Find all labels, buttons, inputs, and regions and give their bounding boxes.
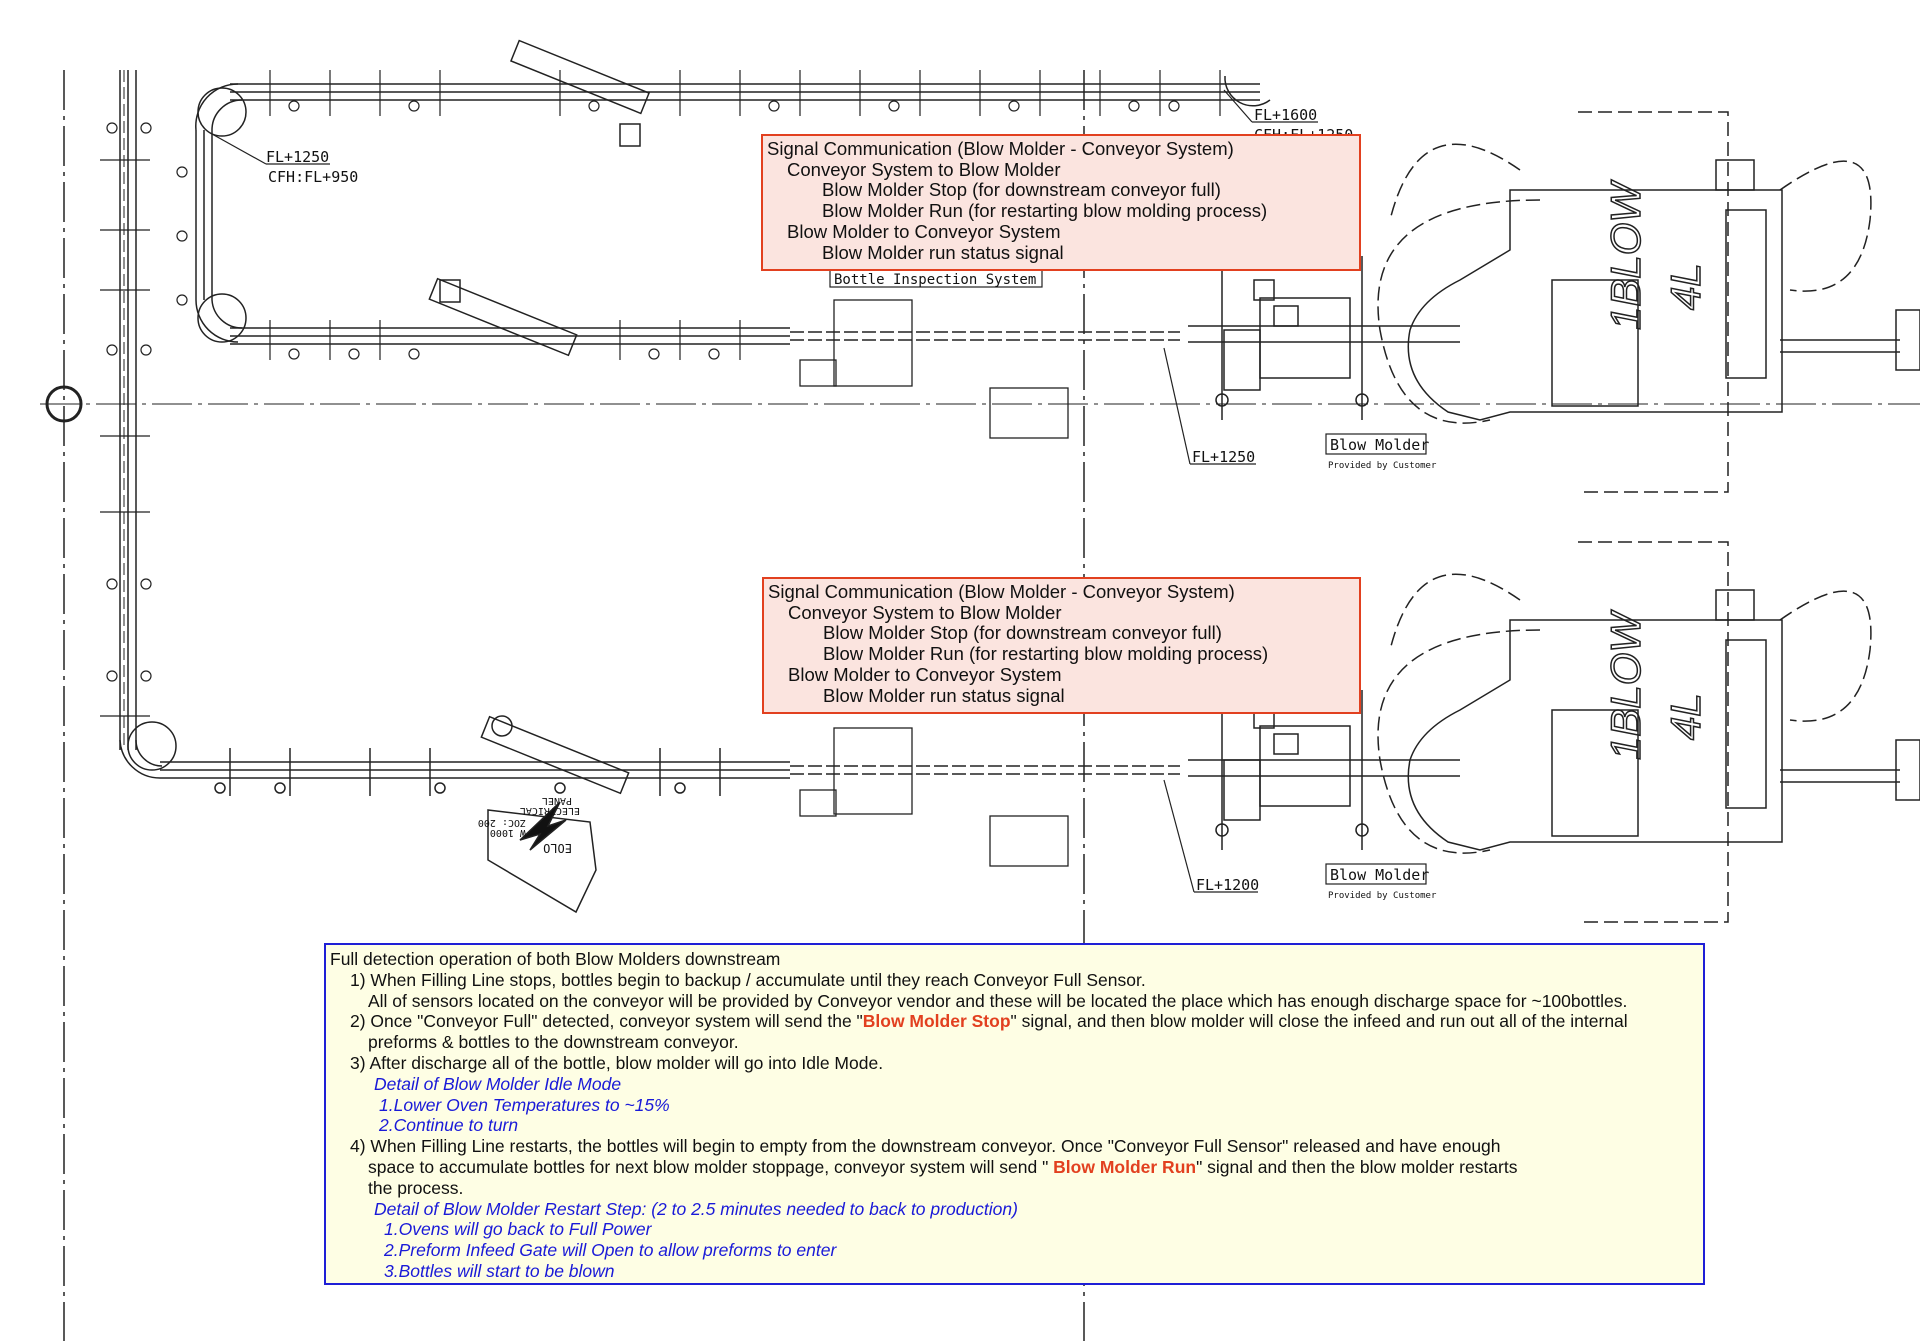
fl-label-top-right: FL+1600: [1254, 106, 1317, 124]
upper-conveyor-supports: [269, 70, 1221, 360]
notes-restart-1: 1.Ovens will go back to Full Power: [384, 1219, 652, 1240]
fl-label-mid-upper: FL+1250: [1192, 448, 1255, 466]
signal-conveyor-to-molder: Conveyor System to Blow Molder: [787, 158, 1061, 180]
upper-machine-brand: 1BLOW: [1602, 180, 1649, 330]
bottle-inspection-label: Bottle Inspection System: [829, 269, 1043, 288]
notes-step-4-pre: space to accumulate bottles for next blo…: [368, 1156, 1054, 1177]
notes-step-1: 1) When Filling Line stops, bottles begi…: [350, 969, 1146, 990]
signal-conveyor-to-molder: Conveyor System to Blow Molder: [788, 601, 1062, 623]
full-detection-notes: Full detection operation of both Blow Mo…: [324, 943, 1705, 1285]
notes-restart-3: 3.Bottles will start to be blown: [384, 1260, 615, 1281]
signal-run: Blow Molder Run (for restarting blow mol…: [823, 643, 1269, 665]
electrical-panel: [487, 801, 597, 914]
upper-blow-molder: [1188, 111, 1920, 493]
panel-text-1: EOLO: [543, 841, 572, 855]
notes-step-4-post: " signal and then the blow molder restar…: [1196, 1156, 1518, 1177]
lower-provided-text: Provided by Customer: [1328, 891, 1437, 901]
upper-machine-model: 4L: [1662, 263, 1709, 310]
upper-conveyor-loop: [195, 39, 1271, 357]
left-conveyor-supports: [100, 122, 188, 717]
cfh-label-top-left: CFH:FL+950: [268, 168, 358, 186]
signal-title: Signal Communication (Blow Molder - Conv…: [767, 138, 1234, 159]
notes-step-4-end: the process.: [368, 1177, 464, 1198]
notes-step-4: 4) When Filling Line restarts, the bottl…: [350, 1136, 1501, 1157]
bottle-inspection-text: Bottle Inspection System: [834, 272, 1036, 288]
notes-idle-title: Detail of Blow Molder Idle Mode: [374, 1073, 622, 1094]
panel-text: EOLO PANEL ELECTRICAL ZOC: 200 W 1000: [478, 795, 580, 855]
panel-text-4: ZOC: 200: [478, 817, 526, 828]
notes-title: Full detection operation of both Blow Mo…: [330, 949, 781, 969]
lower-blow-molder: [1188, 541, 1920, 923]
fl-label-top-left: FL+1250: [266, 148, 329, 166]
signal-molder-to-conveyor: Blow Molder to Conveyor System: [788, 663, 1062, 685]
inspection-enclosures: [799, 299, 1069, 867]
upper-machine-lettering: 1BLOW 4L: [1601, 179, 1710, 331]
grid-axis-marker: [45, 385, 83, 423]
notes-idle-1: 1.Lower Oven Temperatures to ~15%: [379, 1094, 670, 1115]
upper-blow-molder-label: Blow Molder Provided by Customer: [1325, 433, 1437, 471]
signal-status: Blow Molder run status signal: [822, 241, 1064, 263]
upper-blow-molder-text: Blow Molder: [1330, 436, 1429, 454]
notes-step-2: 2) Once "Conveyor Full" detected, convey…: [330, 1011, 1703, 1032]
notes-step-1-detail: All of sensors located on the conveyor w…: [368, 990, 1628, 1011]
leader-lines: [211, 89, 1318, 893]
notes-step-2-a: 2) Once "Conveyor Full" detected, convey…: [350, 1011, 863, 1032]
panel-text-5: W 1000: [490, 827, 526, 838]
upper-provided-text: Provided by Customer: [1328, 461, 1437, 471]
notes-blow-molder-stop: Blow Molder Stop: [862, 1011, 1011, 1032]
notes-blow-molder-run: Blow Molder Run: [1053, 1156, 1197, 1177]
signal-box-upper: Signal Communication (Blow Molder - Conv…: [761, 134, 1361, 271]
left-vertical-conveyor: [119, 70, 137, 750]
notes-restart-title: Detail of Blow Molder Restart Step: (2 t…: [374, 1198, 1018, 1219]
signal-stop: Blow Molder Stop (for downstream conveyo…: [823, 622, 1222, 644]
lower-machine-lettering: 1BLOW 4L: [1601, 609, 1710, 761]
signal-box-lower: Signal Communication (Blow Molder - Conv…: [762, 577, 1361, 714]
signal-title: Signal Communication (Blow Molder - Conv…: [768, 581, 1235, 602]
panel-text-3: ELECTRICAL: [520, 805, 580, 816]
lower-conveyor: [119, 715, 1180, 796]
notes-step-3: 3) After discharge all of the bottle, bl…: [350, 1052, 884, 1073]
signal-stop: Blow Molder Stop (for downstream conveyo…: [822, 179, 1221, 201]
signal-molder-to-conveyor: Blow Molder to Conveyor System: [787, 220, 1061, 242]
fl-label-mid-lower: FL+1200: [1196, 876, 1259, 894]
signal-status: Blow Molder run status signal: [823, 684, 1065, 706]
lower-blow-molder-label: Blow Molder Provided by Customer: [1325, 863, 1437, 901]
signal-run: Blow Molder Run (for restarting blow mol…: [822, 200, 1268, 222]
lower-machine-model: 4L: [1662, 693, 1709, 740]
notes-restart-2: 2.Preform Infeed Gate will Open to allow…: [384, 1240, 837, 1261]
panel-text-2: PANEL: [542, 795, 572, 806]
notes-step-2-b: " signal, and then blow molder will clos…: [1010, 1011, 1628, 1032]
notes-idle-2: 2.Continue to turn: [379, 1115, 519, 1136]
lower-blow-molder-text: Blow Molder: [1330, 866, 1429, 884]
lower-machine-brand: 1BLOW: [1602, 610, 1649, 760]
notes-step-4-cont: space to accumulate bottles for next blo…: [330, 1157, 1703, 1178]
notes-step-2-cont: preforms & bottles to the downstream con…: [368, 1032, 739, 1053]
